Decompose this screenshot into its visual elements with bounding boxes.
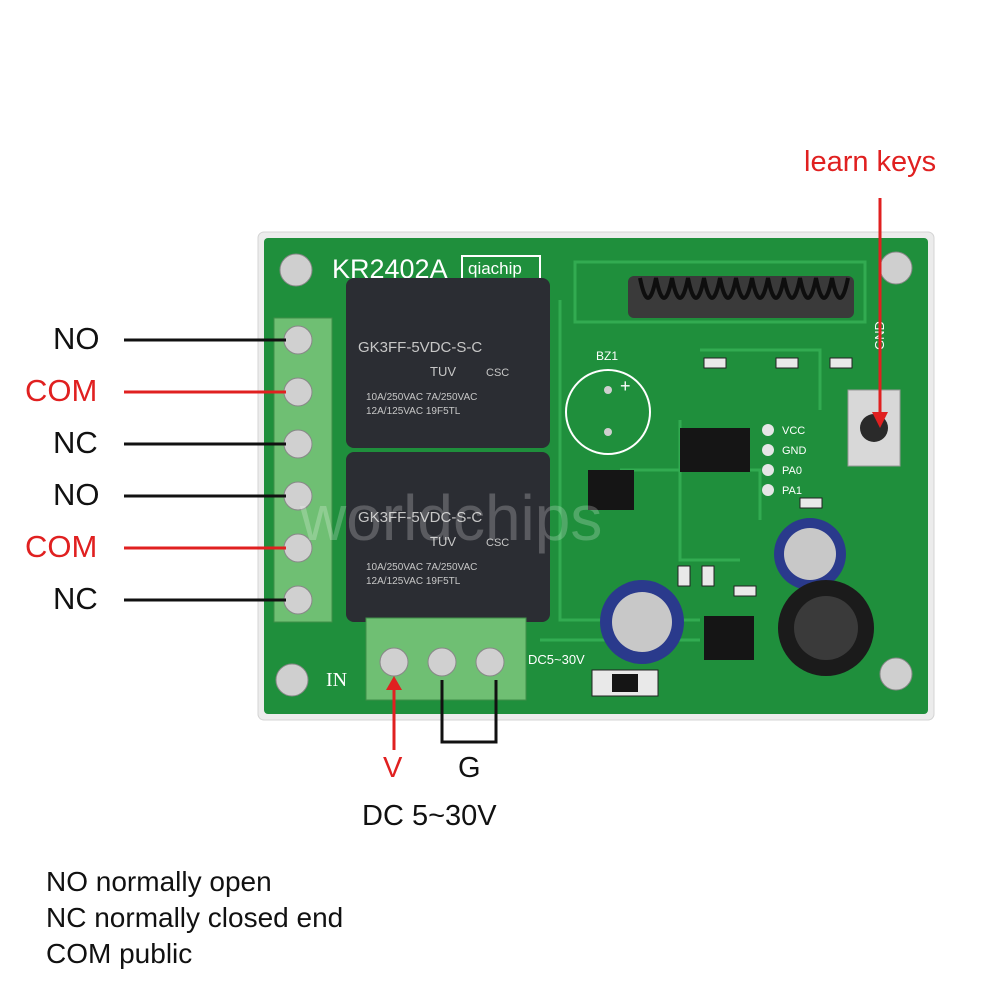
relay-1-rating2: 12A/125VAC 19F5TL	[366, 406, 461, 417]
pin-header-labels: VCC GND PA0 PA1	[782, 425, 807, 497]
pin-silk-pa0: PA0	[782, 465, 802, 477]
output-terminal-screws	[283, 325, 313, 615]
power-terminal-screws	[379, 647, 505, 677]
relay-1: GK3FF-5VDC-S-C TUV CSC 10A/250VAC 7A/250…	[346, 278, 550, 448]
relay-1-part: GK3FF-5VDC-S-C	[358, 339, 482, 356]
pin-callout-lines	[124, 338, 286, 602]
relay-2-rating1: 10A/250VAC 7A/250VAC	[366, 562, 477, 573]
terminal-screw-6	[283, 585, 313, 615]
dc-voltage-label: DC 5~30V	[362, 800, 497, 832]
legend-line-no: NO normally open	[46, 866, 272, 897]
relay-1-rating1: 10A/250VAC 7A/250VAC	[366, 392, 477, 403]
dc-silk: DC5~30V	[528, 652, 585, 667]
relay-1-cert2: CSC	[486, 367, 509, 379]
pin-header	[762, 424, 774, 496]
output-terminal-block	[273, 317, 333, 623]
g-bracket	[440, 680, 498, 744]
svg-text:BZ1: BZ1	[596, 349, 618, 363]
legend-line-com: COM public	[46, 938, 193, 969]
terminal-screw-3	[283, 429, 313, 459]
pin-label-3: NC	[53, 425, 98, 460]
v-label: V	[383, 752, 403, 784]
pin-label-4: NO	[53, 477, 100, 512]
relay-2: GK3FF-5VDC-S-C TUV CSC 10A/250VAC 7A/250…	[346, 452, 550, 622]
pin-silk-gnd: GND	[782, 445, 807, 457]
svg-text:+: +	[620, 376, 631, 396]
pin-silk-pa1: PA1	[782, 485, 802, 497]
board-brand-label: qiachip	[468, 259, 522, 278]
relay-2-rating2: 12A/125VAC 19F5TL	[366, 576, 461, 587]
antenna-coil	[628, 276, 854, 318]
g-label: G	[458, 752, 481, 784]
v-arrow	[386, 676, 402, 750]
capacitors	[600, 518, 874, 676]
terminal-screw-1	[283, 325, 313, 355]
relay-2-cert2: CSC	[486, 537, 509, 549]
pin-label-1: NO	[53, 321, 100, 356]
pin-label-6: NC	[53, 581, 98, 616]
relay-2-cert: TUV	[430, 534, 456, 549]
pin-label-2: COM	[25, 373, 98, 408]
learn-keys-label: learn keys	[804, 146, 937, 178]
in-silk: IN	[326, 669, 347, 691]
ic-chips	[588, 428, 754, 660]
pin-silk-vcc: VCC	[782, 425, 805, 437]
terminal-screw-2	[283, 377, 313, 407]
buzzer-bz1: BZ1 +	[565, 349, 651, 455]
relay-1-cert: TUV	[430, 364, 456, 379]
legend-line-nc: NC normally closed end	[46, 902, 344, 933]
corner-screws	[275, 251, 913, 697]
pin-label-5: COM	[25, 529, 98, 564]
learn-key-button[interactable]	[847, 389, 901, 467]
learn-keys-arrow	[872, 198, 888, 428]
watermark: worldchips	[299, 482, 602, 554]
relay-2-part: GK3FF-5VDC-S-C	[358, 509, 482, 526]
smd-components	[591, 357, 853, 697]
